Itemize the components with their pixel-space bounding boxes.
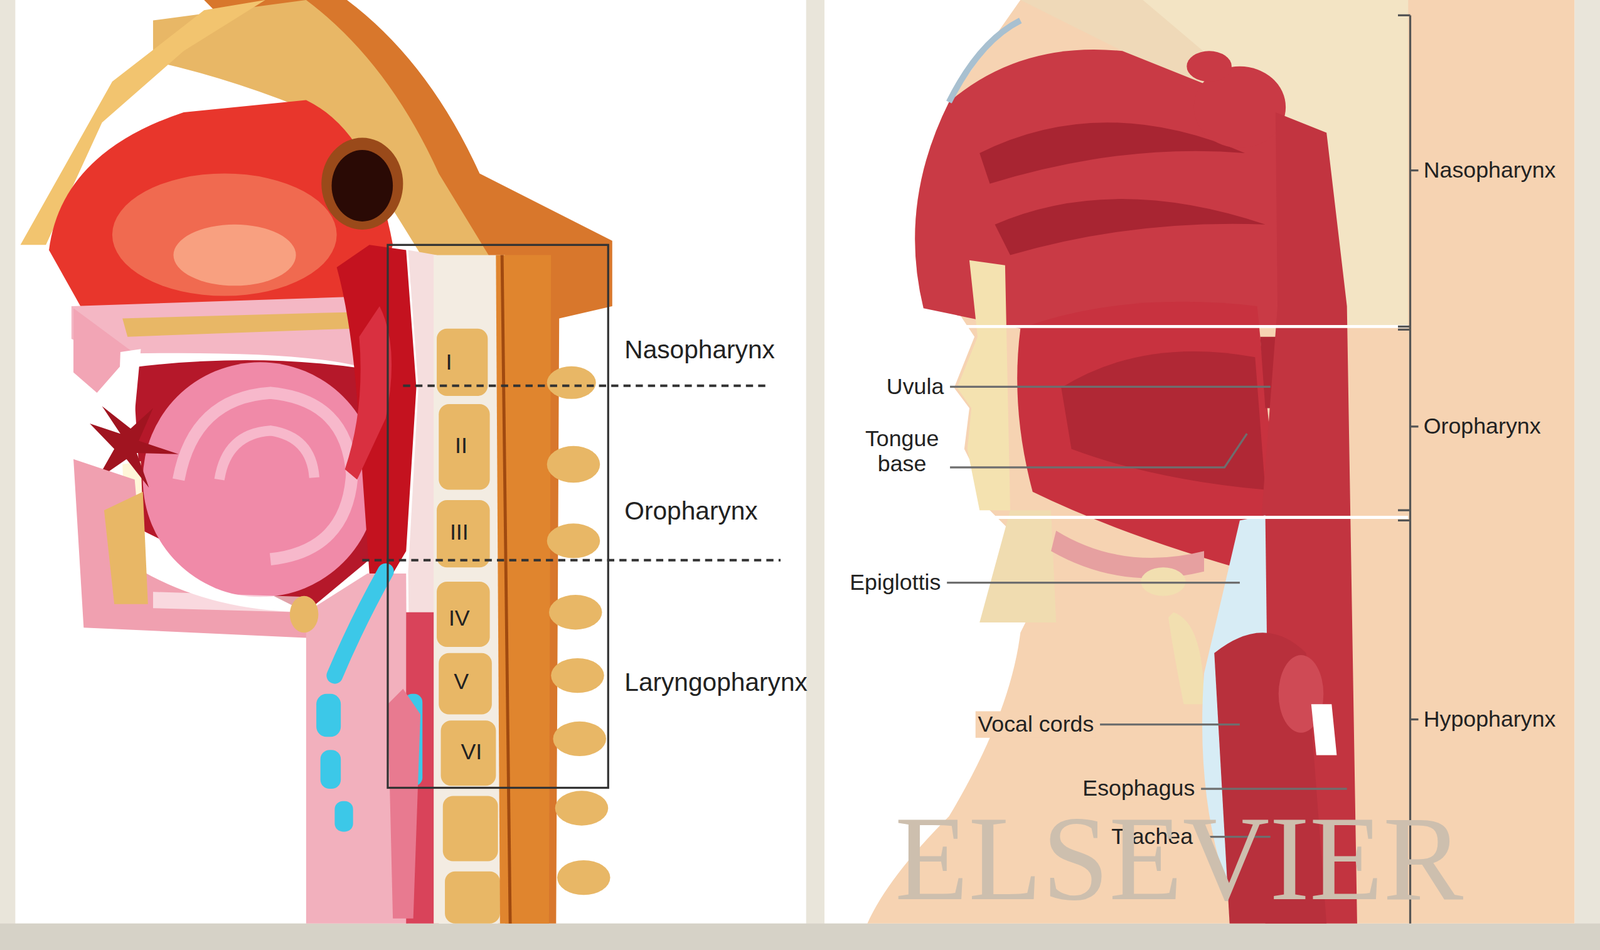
left-head-section-part xyxy=(321,138,403,230)
right-head-section-part xyxy=(956,260,1011,511)
right-head-section-part xyxy=(1050,530,1205,579)
bracket-part xyxy=(1397,509,1411,512)
frame-part xyxy=(824,0,1575,924)
right-head-section-part xyxy=(1061,351,1265,491)
left-head-section xyxy=(20,0,613,924)
structure-label: Tongue base xyxy=(853,425,950,477)
structure-label: Epiglottis xyxy=(847,569,944,596)
left-head-section-part xyxy=(122,312,352,337)
cervical-spine-part xyxy=(436,500,491,568)
bracket xyxy=(1397,15,1419,923)
structure-label: Uvula xyxy=(884,373,947,400)
region-box xyxy=(362,244,781,788)
frame-part xyxy=(15,0,806,924)
region-box-part xyxy=(402,384,770,388)
region-label: Laryngopharynx xyxy=(622,666,810,697)
left-head-section-part xyxy=(316,693,341,737)
leader-lines-part xyxy=(949,385,1271,388)
cervical-spine xyxy=(433,255,610,924)
cervical-spine-part xyxy=(555,790,609,826)
left-head-section-part xyxy=(173,224,296,287)
cervical-spine-part xyxy=(557,860,611,895)
vertebra-number: VI xyxy=(458,739,484,765)
frame-part xyxy=(0,923,1600,950)
region-box-part xyxy=(387,244,608,788)
bracket-part xyxy=(1397,519,1411,522)
left-head-section-part xyxy=(289,596,319,634)
cervical-spine-part xyxy=(547,446,601,484)
bracket-part xyxy=(1409,15,1412,923)
right-head-section-part xyxy=(979,510,1056,623)
bracket-part xyxy=(1397,14,1411,17)
right-head-section xyxy=(867,0,1575,924)
leader-lines-part xyxy=(1099,723,1240,726)
cervical-spine-part xyxy=(549,594,603,630)
bracket-part xyxy=(1397,325,1411,328)
region-label: Oropharynx xyxy=(1421,413,1543,440)
right-head-section-part xyxy=(995,198,1266,255)
bracket-part xyxy=(1410,718,1419,721)
leader-lines xyxy=(946,386,1347,837)
vertebra-number: IV xyxy=(446,605,472,632)
region-label: Oropharynx xyxy=(622,495,760,526)
structure-label: Vocal cords xyxy=(975,711,1096,738)
right-head-section-part xyxy=(948,20,1021,103)
left-head-section-part xyxy=(112,173,337,296)
cervical-spine-part xyxy=(552,721,607,757)
left-head-section-part xyxy=(73,459,312,639)
leader-lines-part xyxy=(946,581,1240,584)
watermark: ELSEVIER xyxy=(892,798,1466,920)
cervical-spine-part xyxy=(547,366,597,400)
right-head-section-part xyxy=(959,325,1409,329)
cervical-spine-part xyxy=(433,255,506,924)
cervical-spine-part xyxy=(438,404,490,491)
left-head-section-part xyxy=(104,491,149,605)
left-head-section-part xyxy=(118,348,142,413)
bracket-part xyxy=(1397,328,1411,331)
vertebra-number: II xyxy=(453,432,470,459)
cervical-spine-part xyxy=(442,795,499,861)
region-label: Nasopharynx xyxy=(1421,157,1558,184)
left-head-section-part xyxy=(336,244,417,574)
structure-label: Esophagus xyxy=(1080,776,1198,802)
vertebra-number: V xyxy=(451,668,471,695)
leader-lines-part xyxy=(1200,787,1348,790)
right-head-section-part xyxy=(959,515,1409,519)
vertebra-number: III xyxy=(448,519,471,546)
right-head-section-part xyxy=(1311,704,1338,755)
left-head-section-part xyxy=(320,749,342,789)
left-head-section-part xyxy=(331,149,394,222)
right-head-section-part xyxy=(1168,612,1205,704)
vertebra-number: I xyxy=(443,349,454,376)
bracket-part xyxy=(1410,169,1419,172)
region-label: Hypopharynx xyxy=(1421,706,1558,733)
right-head-section-part xyxy=(867,0,1575,924)
left-head-section-part xyxy=(153,591,307,613)
cervical-spine-part xyxy=(438,653,492,715)
left-head-section-part xyxy=(143,362,378,597)
left-head-section-part xyxy=(219,430,315,480)
region-label: Nasopharynx xyxy=(622,334,777,364)
left-head-section-part xyxy=(132,360,380,613)
bracket-part xyxy=(1410,425,1419,428)
left-head-section-part xyxy=(334,571,386,676)
left-head-section-part xyxy=(178,392,352,560)
left-head-section-part xyxy=(345,306,392,480)
cervical-spine-part xyxy=(547,523,601,558)
cervical-spine-part xyxy=(495,255,551,924)
cervical-spine-part xyxy=(501,255,511,924)
region-box-part xyxy=(362,559,781,562)
left-head-section-part xyxy=(334,801,353,832)
cervical-spine-part xyxy=(441,720,497,786)
left-head-section-part xyxy=(387,688,421,919)
cervical-spine-part xyxy=(436,581,491,647)
right-head-section-part xyxy=(1186,50,1232,82)
cervical-spine-part xyxy=(444,871,501,924)
cervical-spine-part xyxy=(550,658,605,693)
leader-lines-part xyxy=(948,433,1247,468)
